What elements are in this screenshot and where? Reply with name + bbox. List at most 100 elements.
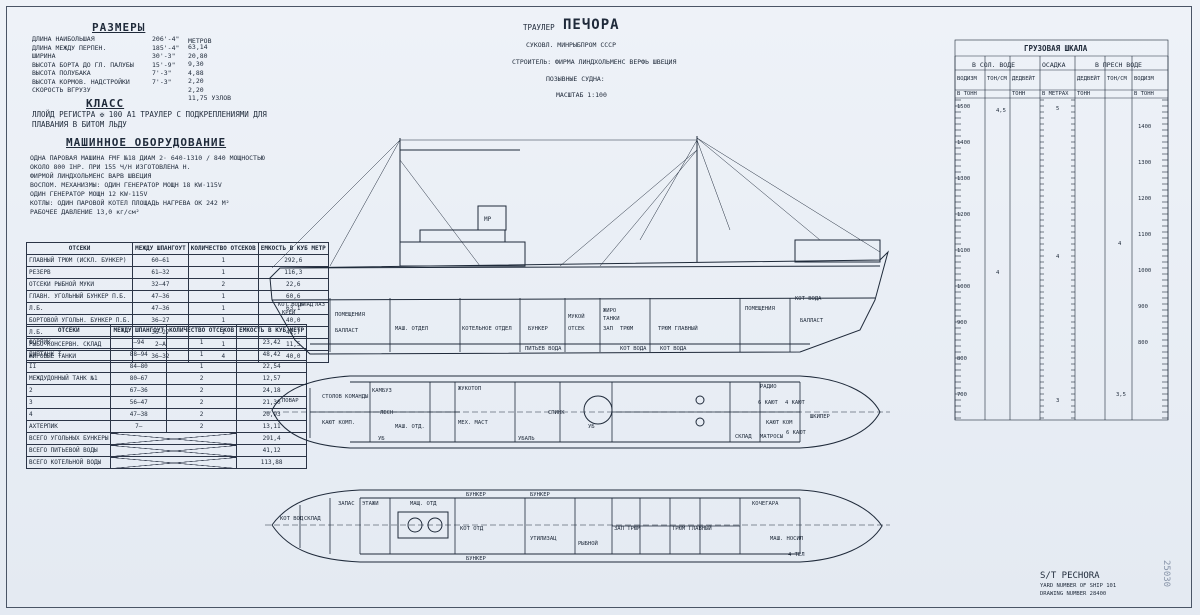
scale-displacement-label: 1500	[957, 104, 970, 110]
scale-salt: В СОЛ. ВОДЕ	[972, 61, 1016, 69]
deck-room-label: ШКИПЕР	[810, 414, 831, 420]
hold-room-label: КОТ ВОД	[280, 516, 304, 522]
deck-room-label: МАШ. ОТД.	[395, 424, 425, 430]
scale-tpc-label: 4	[996, 270, 1000, 276]
hold-room-label: БУНКЕР	[466, 556, 487, 562]
size-label: ВЫСОТА БОРТА ДО ГЛ. ПАЛУБЫ	[32, 60, 134, 69]
machinery-line: ФИРМОЙ ЛИНДХОЛЬМЕНС ВАРВ ШВЕЦИЯ	[30, 172, 152, 180]
deck-room-label: УБАЛЬ	[518, 436, 535, 442]
header-builder: СТРОИТЕЛЬ: ФИРМА ЛИНДХОЛЬМЕНС ВЕРФЬ ШВЕЦ…	[512, 58, 677, 66]
size-metres: 11,75 УЗЛОВ	[188, 94, 232, 102]
size-metres: 2,20	[188, 85, 204, 94]
scale-unit: В ТОНН	[957, 91, 977, 97]
scale-draft-label: 3	[1056, 398, 1059, 404]
machinery-line: РАБОЧЕЕ ДАВЛЕНИЕ 13,0 кг/см²	[30, 208, 140, 216]
deck-room-label: КАЮТ КОМП.	[322, 420, 355, 426]
hold-room-label: ЗАПАС	[338, 501, 355, 507]
hold-room-label: ЗАП ТРЮМ	[614, 526, 641, 532]
profile-compartment-label: ЛАЗ	[315, 302, 325, 308]
size-feet: 7'-3"	[152, 77, 172, 86]
scale-column-head: ВОДИЗМ	[1134, 76, 1155, 82]
deck-room-label: 4 КАЮТ	[785, 400, 806, 406]
hold-room-label: КОТ ОТД	[460, 526, 484, 532]
profile-compartment-label: КОТЕЛЬНОЕ ОТДЕЛ	[462, 326, 512, 332]
scale-displacement-label: 1200	[957, 212, 970, 218]
scale-column-head: ТОН/СМ	[987, 76, 1008, 82]
scale-displacement-label: 1300	[957, 176, 970, 182]
profile-compartment-label: ТРЮМ ГЛАВНЫЙ	[658, 325, 698, 332]
size-metres: 2,20	[188, 77, 204, 85]
scale-tpc-label: 4,5	[996, 108, 1006, 114]
profile-compartment-label: КОТ ВОДА	[795, 296, 822, 302]
klass-title: КЛАСС	[86, 97, 125, 110]
titleblock-name: S/Т PECHORA	[1040, 571, 1100, 581]
sizes-unit: МЕТРОВ	[188, 37, 212, 45]
size-label: ВЫСОТА ПОЛУБАКА	[32, 69, 91, 77]
hold-room-label: ЭТАЖИ	[362, 501, 379, 507]
scale-displacement-label: 900	[1138, 304, 1148, 310]
header-scale: МАСШТАБ 1:100	[556, 91, 607, 99]
profile-compartment-label: БАЛЛАСТ	[800, 318, 824, 324]
machinery-line: ВОСПОМ. МЕХАНИЗМЫ: ОДИН ГЕНЕРАТОР МОЩН 1…	[30, 181, 222, 189]
profile-compartment-label: КЛАД	[300, 302, 314, 308]
profile-compartment-label: ПОМЕЩЕНИЯ	[335, 312, 365, 318]
deck-room-label: 6 КАЮТ	[758, 400, 779, 406]
hold-room-label: БУНКЕР	[530, 492, 551, 498]
deck-room-label: РАДИО	[760, 384, 777, 390]
profile-hull	[269, 250, 889, 355]
hold-room-label: 4 ТЕЛ	[788, 552, 805, 558]
profile-compartment-label: МАШ. ОТДЕЛ	[395, 326, 428, 332]
profile-compartment-label: ТРЮМ	[620, 326, 634, 332]
size-label: ДЛИНА НАИБОЛЬШАЯ	[32, 35, 95, 43]
size-feet: 30'-3"	[152, 52, 176, 60]
size-feet: 185'-4"	[152, 43, 180, 52]
funnel-label: МР	[484, 216, 492, 223]
size-metres: 9,30	[188, 60, 204, 68]
scale-column-head: ТОН/СМ	[1107, 76, 1128, 82]
scale-draft-label: 4	[1056, 254, 1060, 260]
profile-compartment-label: ПОМЕЩЕНИЯ	[745, 306, 775, 312]
size-metres: 63,14	[188, 43, 208, 51]
hold-room-label: МАЩ. ОТД	[410, 501, 437, 507]
scale-unit: В ТОНН	[1134, 91, 1154, 97]
hold-room-label: ТРЮМ ГЛАВНЫЙ	[672, 525, 712, 532]
scale-displacement-label: 800	[957, 356, 967, 362]
scale-displacement-label: 1100	[957, 248, 970, 254]
scale-displacement-label: 1100	[1138, 232, 1151, 238]
hold-plan-outline	[271, 489, 883, 563]
size-feet: 7'-3"	[152, 69, 172, 77]
klass-line2: ПЛАВАНИЯ В БИТОМ ЛЬДУ	[32, 120, 127, 129]
machinery-line: ОКОЛО 800 IHP. ПРИ 155 Ч/Н ИЗГОТОВЛЕНА Н…	[30, 163, 191, 171]
scale-column-head: ВОДИЗМ	[957, 76, 978, 82]
deck-room-label: КАЮТ КОМ	[766, 420, 793, 426]
deck-room-label: ЖУКОТОП	[458, 386, 481, 392]
deck-room-label: УБ	[588, 424, 595, 430]
scale-column-head: ДЕДВЕЙТ	[1012, 75, 1036, 82]
profile-compartment-label: ЖИРО	[603, 308, 616, 314]
size-label: ВЫСОТА КОРМОВ. НАДСТРОЙКИ	[32, 77, 130, 86]
klass-line1: ЛЛОЙД РЕГИСТРА ✠ 100 A1 ТРАУЛЕР С ПОДКРЕ…	[32, 110, 267, 119]
scale-draft: ОСАДКА	[1042, 61, 1066, 69]
hold-room-label: КОЧЕГАРА	[752, 501, 779, 507]
machinery-title: МАШИННОЕ ОБОРУДОВАНИЕ	[66, 136, 227, 149]
table-cell: 113,88	[236, 456, 308, 469]
header-callsign: ПОЗЫВНЫЕ СУДНА:	[546, 75, 605, 83]
scale-unit: ТОНН	[1077, 91, 1090, 97]
hold-room-label: РЫБНОЙ	[578, 540, 598, 547]
size-label: ШИРИНА	[32, 52, 56, 60]
size-feet: 206'-4"	[152, 35, 180, 43]
size-label: СКОРОСТЬ ВГРУЗУ	[32, 86, 91, 94]
deck-room-label: ПОВАР	[282, 398, 299, 404]
titleblock-drawing: DRAWING NUMBER 28400	[1040, 591, 1107, 597]
scale-displacement-label: 800	[1138, 340, 1148, 346]
